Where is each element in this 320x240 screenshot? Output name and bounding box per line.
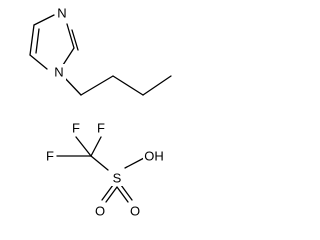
bond-n3-c2-main: [66, 23, 75, 49]
atom-oh-label: OH: [144, 149, 164, 164]
atom-f-top-right-label: F: [97, 121, 105, 136]
bond-s-o-left-b: [105, 186, 118, 203]
atom-f-left-label: F: [46, 149, 54, 164]
atom-n1-label: N: [54, 65, 63, 80]
bond-c2-n1: [62, 47, 75, 66]
bond-c2-n3-double: [71, 29, 79, 51]
bond-chain-2: [80, 75, 114, 96]
bond-s-oh: [124, 157, 145, 169]
triflic-acid-molecule: F F F OH S O O: [44, 120, 165, 219]
bond-c5-c4-double: [35, 28, 40, 54]
atom-s-label: S: [113, 171, 122, 186]
butylimidazole-molecule: N N: [29, 5, 172, 96]
bond-chain-3: [112, 75, 144, 96]
bond-c5-c4: [29, 24, 35, 56]
chemical-structure-canvas: N N F F F OH S O O: [29, 5, 172, 219]
bond-s-o-right-a: [120, 184, 133, 201]
atom-o-right-label: O: [130, 204, 140, 219]
bond-n1-c5: [29, 54, 48, 70]
bond-chain-4: [142, 75, 172, 96]
atom-n3-label: N: [57, 6, 66, 21]
bond-s-o-right-b: [116, 186, 129, 203]
bond-s-o-left-a: [101, 184, 114, 201]
bond-c-f-top-left: [75, 136, 92, 157]
atom-o-left-label: O: [95, 204, 105, 219]
bond-c-f-top-right: [90, 136, 102, 157]
atom-f-top-left-label: F: [72, 121, 80, 136]
bond-c4-n3: [33, 14, 55, 26]
bond-c-s: [90, 155, 109, 171]
